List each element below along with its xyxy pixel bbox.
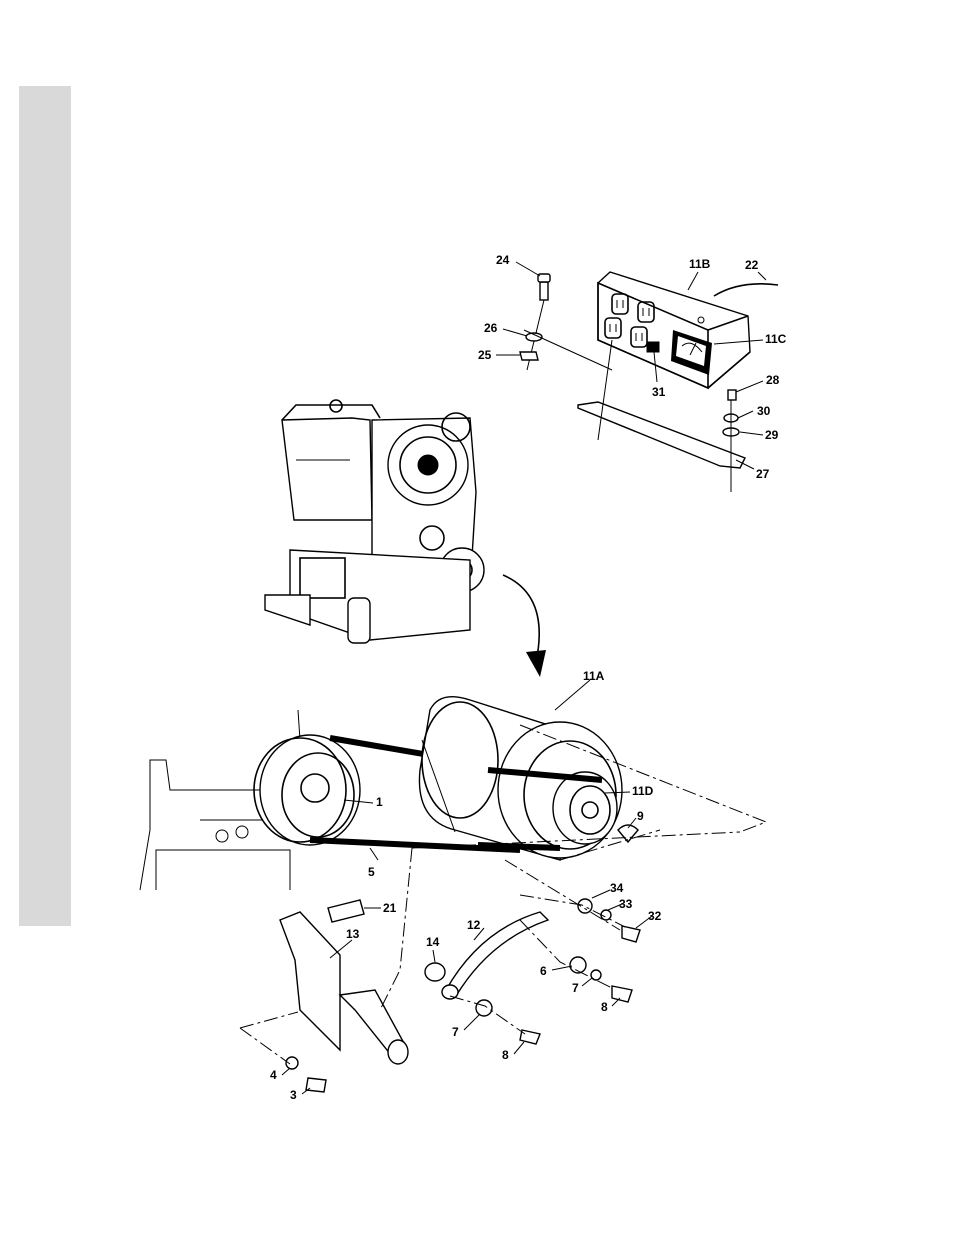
callout-3: 3 [290,1088,297,1102]
callout-33: 33 [619,897,633,911]
leader-lines [282,262,766,1094]
callout-11c: 11C [765,332,787,346]
callout-7-b: 7 [452,1025,459,1039]
callout-1: 1 [376,795,383,809]
switch-icon [647,342,659,352]
arrow-head-icon [526,650,546,677]
engine-illustration [265,400,484,643]
callout-32: 32 [648,909,662,923]
callout-14: 14 [426,935,440,949]
callout-25: 25 [478,348,492,362]
callout-11a: 11A [583,669,605,683]
callout-24: 24 [496,253,510,267]
callout-31: 31 [652,385,666,399]
callout-29: 29 [765,428,779,442]
callout-27: 27 [756,467,770,481]
callout-30: 30 [757,404,771,418]
callout-6: 6 [540,964,547,978]
outlet-box-assembly [520,272,778,492]
callout-13: 13 [346,927,360,941]
callout-28: 28 [766,373,780,387]
callout-34: 34 [610,881,624,895]
callout-11b: 11B [689,257,711,271]
callout-7-a: 7 [572,981,579,995]
callout-26: 26 [484,321,498,335]
callout-4: 4 [270,1068,277,1082]
callout-21: 21 [383,901,397,915]
callout-8-a: 8 [601,1000,608,1014]
callout-5: 5 [368,865,375,879]
callout-11d: 11D [632,784,654,798]
callout-8-b: 8 [502,1048,509,1062]
callout-9: 9 [637,809,644,823]
callout-12: 12 [467,918,481,932]
callout-22: 22 [745,258,759,272]
curved-arrow-icon [503,575,539,662]
